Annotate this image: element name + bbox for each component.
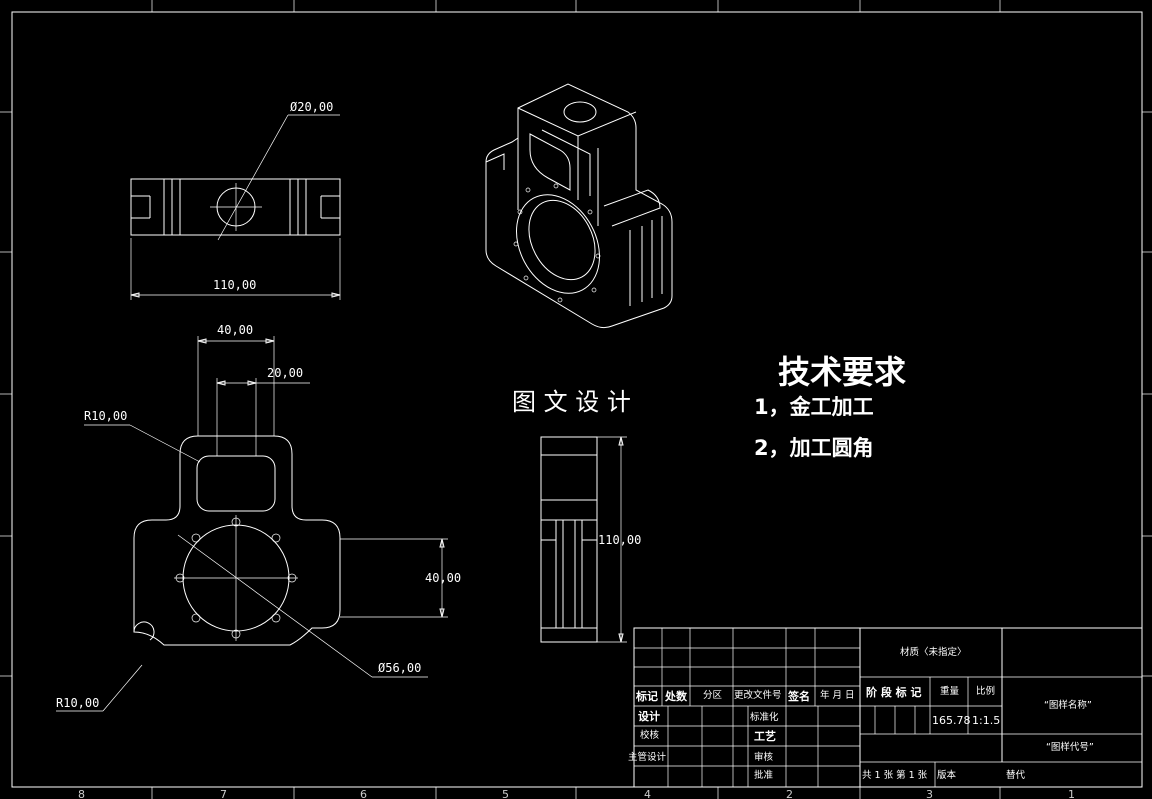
tb-header-date: 年 月 日 bbox=[820, 689, 855, 701]
tb-label-approve: 批准 bbox=[754, 769, 774, 781]
zone-6: 6 bbox=[360, 788, 367, 799]
top-width-label: 110,00 bbox=[213, 278, 256, 292]
tb-label-check: 校核 bbox=[640, 729, 660, 741]
zone-5: 5 bbox=[502, 788, 509, 799]
zone-3: 3 bbox=[926, 788, 933, 799]
tb-label-weight: 重量 bbox=[940, 685, 960, 697]
tb-material: 材质〈未指定〉 bbox=[900, 646, 967, 658]
front-radius-upper-label: R10,00 bbox=[84, 409, 127, 423]
tb-label-scale: 比例 bbox=[976, 685, 995, 697]
front-width-label: 40,00 bbox=[217, 323, 253, 337]
zone-2: 2 bbox=[786, 788, 793, 799]
tb-label-process: 工艺 bbox=[754, 729, 776, 743]
side-height-label: 110,00 bbox=[598, 533, 641, 547]
tb-header-count: 处数 bbox=[664, 689, 688, 703]
tb-header-mark: 标记 bbox=[635, 689, 658, 703]
requirement-item-2: 2，加工圆角 bbox=[754, 436, 874, 460]
front-view: 40,00 20,00 R10,00 R10,00 40,00 Ø56,00 bbox=[56, 323, 461, 712]
tb-label-stage: 阶 段 标 记 bbox=[866, 685, 922, 699]
zone-4: 4 bbox=[644, 788, 651, 799]
tb-header-sign: 签名 bbox=[787, 689, 810, 703]
side-view: 110,00 bbox=[540, 436, 641, 643]
front-height-label: 40,00 bbox=[425, 571, 461, 585]
tb-label-chief: 主管设计 bbox=[628, 751, 667, 763]
drawing-border bbox=[11, 11, 1143, 788]
front-radius-lower-label: R10,00 bbox=[56, 696, 99, 710]
bore-diameter-label: Ø56,00 bbox=[378, 661, 421, 675]
tb-drawing-name: “图样名称” bbox=[1044, 699, 1092, 711]
tb-header-zone: 分区 bbox=[703, 690, 723, 701]
tb-label-review: 审核 bbox=[754, 751, 774, 763]
tb-replace: 替代 bbox=[1006, 769, 1026, 781]
top-hole-diameter-label: Ø20,00 bbox=[290, 100, 333, 114]
isometric-view bbox=[485, 83, 673, 329]
tb-version: 版本 bbox=[937, 769, 957, 781]
tb-label-design: 设计 bbox=[638, 709, 660, 723]
title-block bbox=[633, 627, 1143, 788]
tb-label-standard: 标准化 bbox=[750, 711, 779, 723]
tb-scale-value: 1:1.5 bbox=[972, 714, 1000, 727]
front-slot-label: 20,00 bbox=[267, 366, 303, 380]
requirement-item-1: 1，金工加工 bbox=[754, 395, 874, 419]
watermark-text: 图 文 设 计 bbox=[512, 388, 631, 416]
tb-header-doc: 更改文件号 bbox=[734, 689, 782, 701]
zone-8: 8 bbox=[78, 788, 85, 799]
top-view: Ø20,00 110,00 bbox=[130, 100, 341, 300]
tb-sheets: 共 1 张 第 1 张 bbox=[862, 769, 928, 781]
zone-7: 7 bbox=[220, 788, 227, 799]
tb-weight-value: 165.78 bbox=[932, 714, 971, 727]
zone-1: 1 bbox=[1068, 788, 1075, 799]
requirements-title: 技术要求 bbox=[778, 353, 906, 391]
tb-drawing-code: “图样代号” bbox=[1046, 741, 1094, 753]
